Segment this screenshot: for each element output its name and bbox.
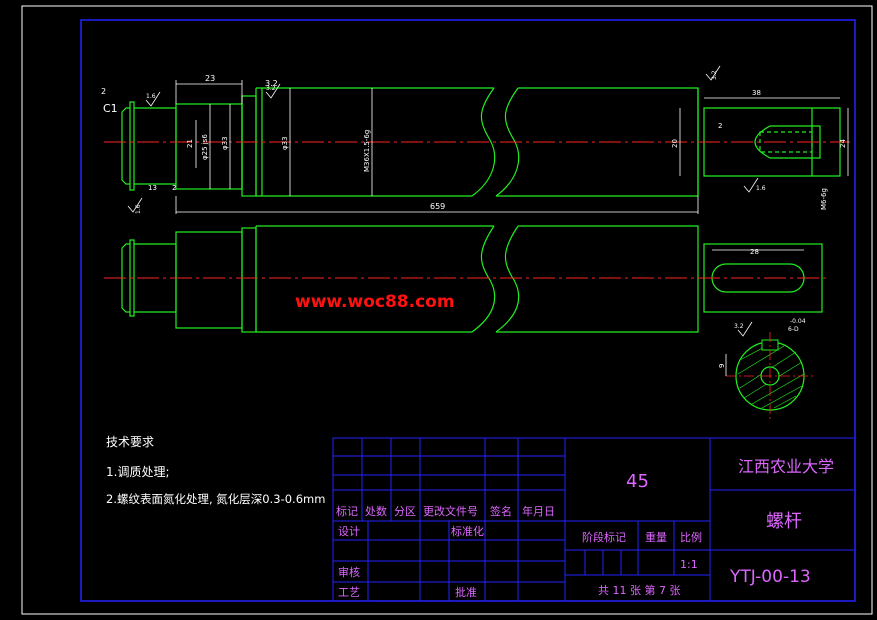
label-weight: 重量 (645, 530, 667, 544)
dim-label: φ25 js6 (201, 134, 209, 160)
label-mark: 标记 (336, 504, 358, 518)
label-date: 年月日 (522, 504, 555, 518)
front-dimensions (175, 80, 849, 214)
dim-label: 23 (205, 74, 215, 83)
dim-label: 9 (718, 364, 726, 368)
label-scale: 比例 (680, 530, 702, 544)
dim-label: M36X1.5-6g (363, 130, 371, 172)
drawing-number: YTJ-00-13 (729, 567, 811, 587)
dim-label: 28 (750, 248, 759, 256)
tech-requirements-heading: 技术要求 (106, 435, 154, 449)
label-design: 设计 (338, 525, 360, 538)
label-change-doc: 更改文件号 (423, 504, 478, 518)
school-name: 江西农业大学 (738, 457, 834, 476)
dim-label: 2 (101, 87, 106, 96)
label-approve: 批准 (455, 585, 477, 599)
dim-label: 2 (172, 184, 176, 192)
top-view (121, 225, 823, 333)
part-name: 螺杆 (766, 511, 802, 532)
label-zone: 分区 (394, 505, 416, 518)
label-review: 审核 (338, 565, 360, 579)
dim-label: 3.2 (265, 79, 278, 88)
shaft-collar (241, 95, 257, 197)
dim-label: 21 (186, 139, 194, 148)
dim-label: 2 (718, 122, 722, 130)
label-signature: 签名 (490, 504, 512, 518)
outer-frame (21, 5, 873, 615)
watermark: www.woc88.com (295, 292, 455, 312)
dim-label: 13 (148, 184, 157, 192)
label-stage-mark: 阶段标记 (582, 530, 626, 544)
roughness-label: 3.2 (711, 70, 718, 80)
roughness-label: 1.6 (135, 204, 142, 214)
chamfer-label: C1 (103, 102, 118, 115)
dim-label: φ33 (281, 136, 289, 150)
label-standardize: 标准化 (451, 524, 484, 538)
roughness-label: 3.2 (734, 323, 744, 330)
dim-label: 24 (839, 139, 847, 148)
roughness-label: 1.6 (146, 93, 156, 100)
dim-label: 20 (671, 139, 679, 148)
dim-label: 659 (430, 202, 445, 211)
dim-label: φ33 (221, 136, 229, 150)
roughness-label: 3.2 (266, 85, 276, 92)
scale-value: 1:1 (680, 558, 698, 571)
tech-requirement-item: 2.螺纹表面氮化处理, 氮化层深0.3-0.6mm (106, 492, 325, 506)
material-value: 45 (626, 471, 649, 492)
dim-label: 6-D (788, 326, 799, 333)
sheet-count: 共 11 张 第 7 张 (598, 583, 680, 597)
dim-label: M6-6g (820, 188, 828, 210)
tech-requirement-item: 1.调质处理; (106, 465, 170, 479)
label-process: 工艺 (338, 586, 360, 599)
dim-label: -0.04 (790, 318, 806, 325)
dim-label: 38 (752, 89, 761, 97)
shaft-thread-body (255, 87, 494, 197)
title-block-grid (332, 437, 856, 602)
roughness-label: 1.6 (756, 185, 766, 192)
label-count: 处数 (365, 505, 387, 518)
roughness-symbols (127, 65, 759, 337)
